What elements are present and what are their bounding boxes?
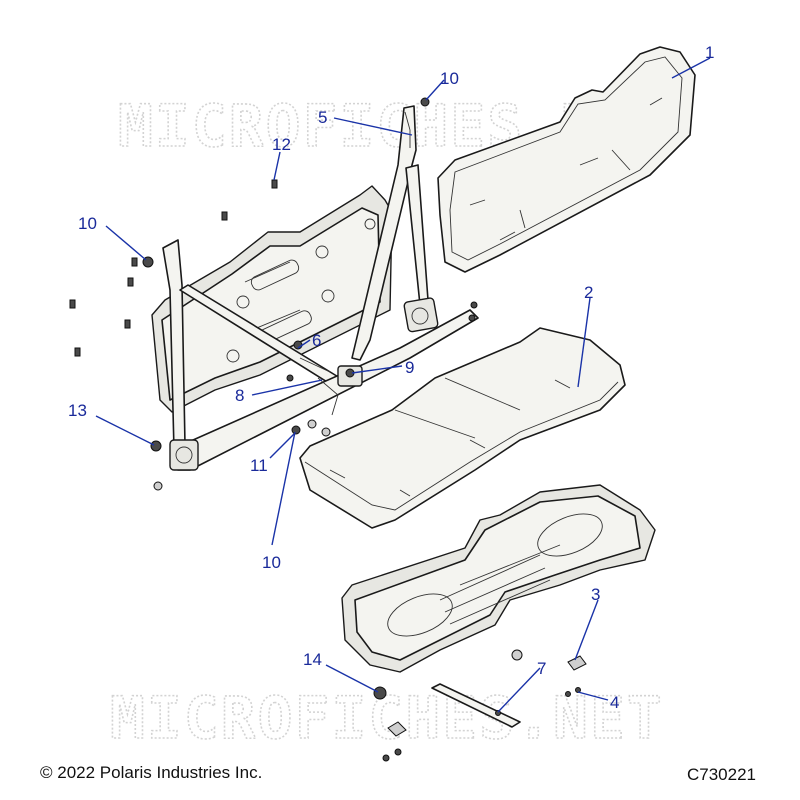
seat-base-tray (341, 484, 656, 673)
callout-13: 13 (68, 401, 87, 420)
seat-bottom-cushion (299, 327, 626, 529)
diagram-code: C730221 (687, 765, 757, 784)
callout-10-bottom: 10 (262, 553, 281, 572)
callout-7: 7 (537, 659, 546, 678)
callout-2: 2 (584, 283, 593, 302)
callout-labels: 1 2 3 4 5 6 7 8 9 10 10 10 11 12 13 14 (68, 43, 714, 712)
seat-belt-left (162, 239, 341, 451)
bracket-plate (431, 683, 521, 728)
callout-14: 14 (303, 650, 322, 669)
seat-back-cushion (437, 46, 696, 273)
callout-10-top: 10 (440, 69, 459, 88)
callout-3: 3 (591, 585, 600, 604)
callout-11: 11 (250, 456, 268, 475)
seat-back-panel-frame (151, 185, 393, 413)
watermark-bottom: MICROFICHES.NET (110, 684, 664, 752)
seat-belt-upper (351, 105, 439, 361)
callout-12: 12 (272, 135, 291, 154)
hardware-fasteners (69, 97, 587, 762)
callout-6: 6 (312, 331, 321, 350)
seat-belt-lower-bar (169, 309, 479, 471)
leader-lines (95, 57, 711, 713)
callout-8: 8 (235, 386, 244, 405)
callout-9: 9 (405, 358, 414, 377)
callout-1: 1 (705, 43, 714, 62)
copyright-text: © 2022 Polaris Industries Inc. (40, 763, 263, 782)
callout-5: 5 (318, 108, 327, 127)
callout-4: 4 (610, 693, 619, 712)
callout-10-left: 10 (78, 214, 97, 233)
